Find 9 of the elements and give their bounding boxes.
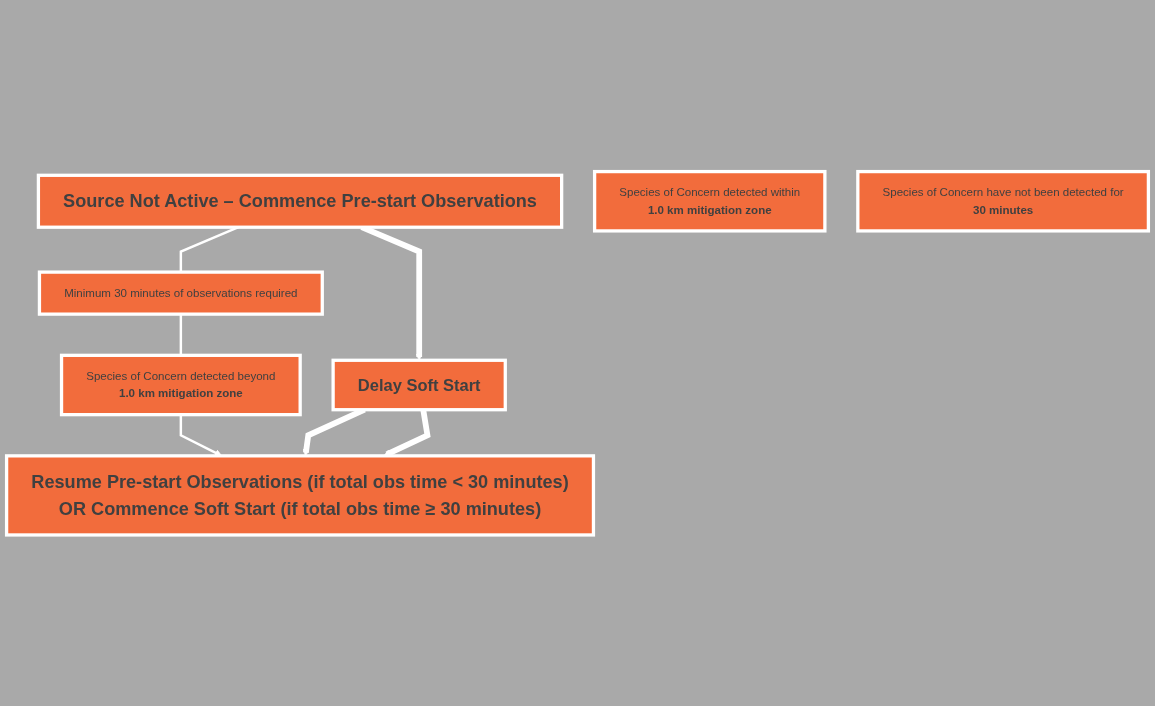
node-box: Species of Concern detected within 1.0 km mitigation zone [592, 169, 827, 233]
connector [179, 313, 183, 356]
node-box: Species of Concern have not been detected for 30 minutes [856, 169, 1151, 233]
node-box: Minimum 30 minutes of observations required [37, 270, 324, 316]
node-box: Delay Soft Start [331, 358, 507, 412]
node-box: Species of Concern detected beyond 1.0 km mitigation zone [59, 353, 302, 417]
node-box: Resume Pre-start Observations (if total obs time < 30 minutes) OR Commence Soft Start (if total obs time ≥ 30 minutes) [4, 453, 596, 537]
node-box: Source Not Active – Commence Pre-start Observations [36, 173, 564, 229]
arrow [179, 414, 222, 456]
